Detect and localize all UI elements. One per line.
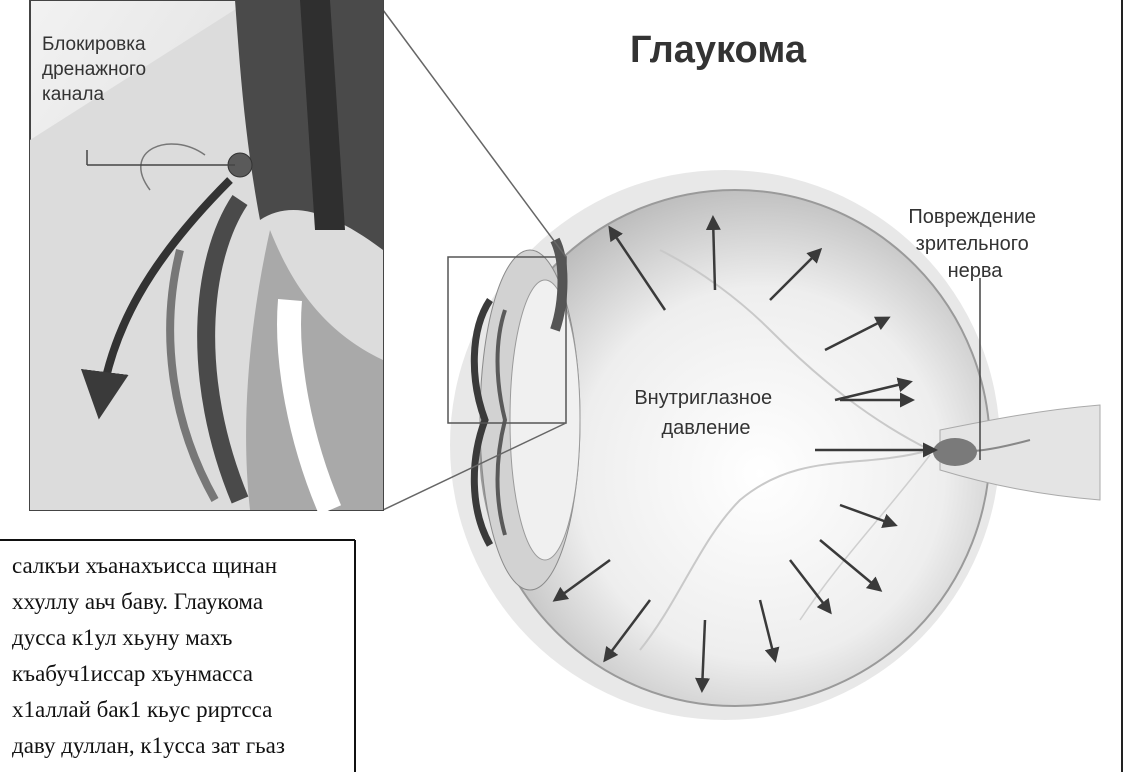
caption-line: х1аллай бак1 кьус риртсса	[0, 692, 346, 728]
caption-text: салкъи хъанахъисса щинан ххуллу аьч баву…	[0, 548, 352, 778]
caption-line: къабуч1иссар хъунмасса	[0, 656, 346, 692]
caption-line: салкъи хъанахъисса щинан	[0, 548, 346, 584]
caption-line: ххуллу аьч баву. Глаукома	[0, 584, 346, 620]
caption-line: даву дуллан, к1усса зат гьаз	[0, 728, 346, 764]
caption-line: дусса к1ул хьуну махъ	[0, 620, 346, 656]
diagram-title: Глаукома	[630, 29, 807, 71]
zoom-connector	[383, 10, 566, 257]
